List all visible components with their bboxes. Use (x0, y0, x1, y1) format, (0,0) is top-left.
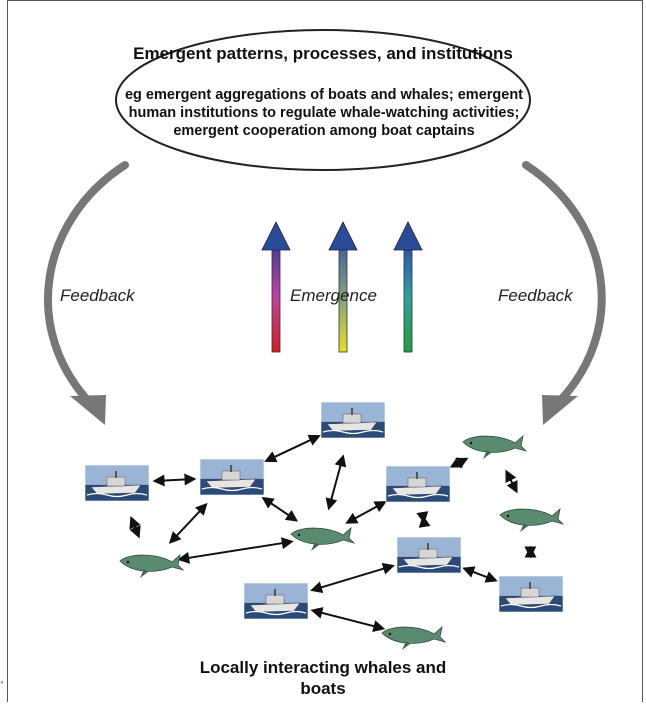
interaction-arrow-w1-w2 (177, 537, 294, 564)
ellipse-examples: eg emergent aggregations of boats and wh… (124, 87, 524, 139)
interaction-arrow-b5-b7 (462, 566, 498, 583)
interaction-arrow-b2-w2 (261, 496, 299, 522)
boat-icon (396, 536, 462, 574)
figure-border (7, 0, 643, 702)
feedback-arrow-right-head (542, 395, 578, 425)
boat-icon (243, 582, 309, 620)
boat-icon (84, 464, 150, 502)
emergence-arrow-1 (261, 221, 291, 353)
boat-icon (199, 458, 265, 496)
bottom-caption: Locally interacting whales and boats (199, 658, 447, 698)
whale-icon (119, 553, 185, 578)
feedback-label-right: Feedback (498, 286, 573, 305)
emergent-patterns-ellipse (115, 29, 531, 171)
emergence-arrow-3 (393, 221, 423, 353)
whale-icon (462, 434, 528, 459)
boat-icon (498, 575, 564, 613)
feedback-arrow-left (44, 161, 129, 409)
whale-icon (290, 526, 356, 551)
interaction-arrow-w3-w4 (505, 469, 518, 494)
boat-icon (320, 401, 386, 439)
interaction-arrow-b5-b6 (310, 562, 395, 594)
whale-icon (499, 507, 565, 532)
whale-icon (381, 625, 447, 650)
corner-mark: ° (0, 680, 4, 689)
interaction-arrow-b6-w5 (310, 607, 386, 632)
ellipse-title: Emergent patterns, processes, and instit… (133, 44, 513, 63)
interaction-arrow-b1-w1 (129, 515, 141, 539)
interaction-arrow-b4-w3 (449, 456, 469, 469)
interaction-arrow-b3-w2 (325, 454, 347, 511)
feedback-arrow-left-head (70, 395, 106, 425)
interaction-arrow-b4-b5 (416, 511, 431, 528)
interaction-arrow-b2-b3 (264, 434, 321, 463)
feedback-label-left: Feedback (60, 286, 135, 305)
interaction-arrow-w2-b4 (345, 501, 387, 524)
emergence-arrow-2 (328, 221, 358, 353)
interaction-arrow-b1-b2 (152, 473, 197, 487)
interaction-arrow-b2-w1 (168, 502, 208, 544)
feedback-arrow-right (522, 161, 606, 409)
emergence-label: Emergence (290, 286, 377, 305)
boat-icon (385, 465, 451, 503)
